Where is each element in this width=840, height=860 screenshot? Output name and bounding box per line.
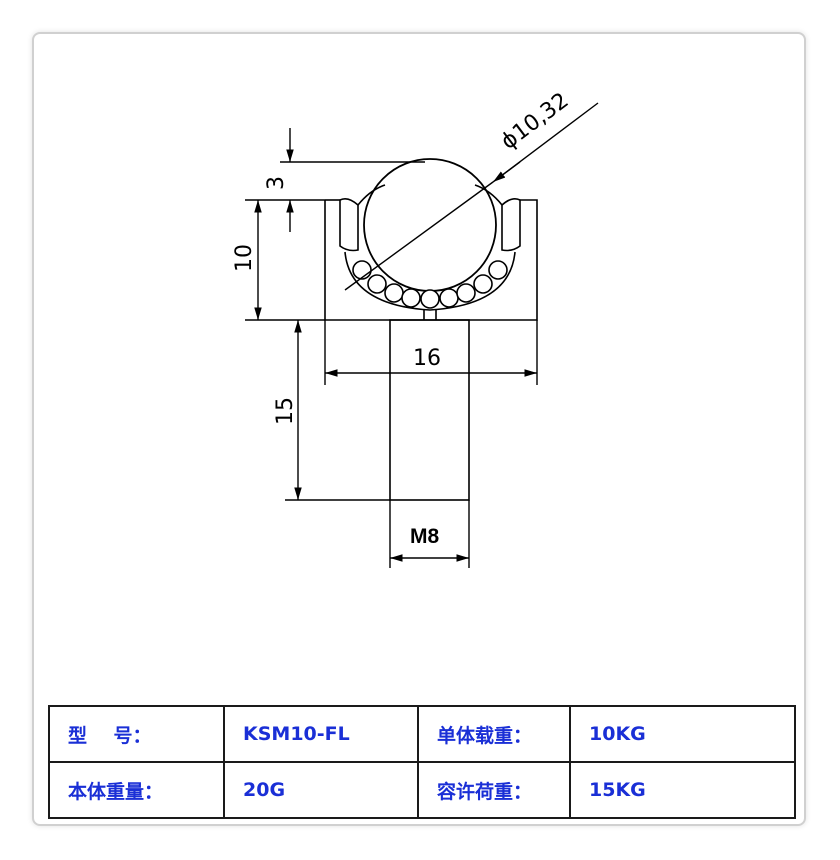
single-load-value: 10KG	[569, 705, 796, 763]
thread-dimension	[389, 500, 470, 568]
spec-table: 型 号： KSM10-FL 单体载重： 10KG 本体重量： 20G 容许荷重：…	[48, 705, 796, 819]
body-weight-value: 20G	[223, 761, 419, 819]
body-height-label: 10	[232, 244, 257, 272]
top-offset-label: 3	[264, 176, 289, 190]
diameter-label: ϕ10,32	[497, 88, 574, 155]
width-dimension	[324, 320, 538, 385]
height-dimensions	[245, 128, 425, 501]
product-card	[32, 32, 806, 826]
allowable-load-value: 15KG	[569, 761, 796, 819]
body-width-label: 16	[413, 346, 441, 371]
table-row: 本体重量： 20G 容许荷重： 15KG	[48, 761, 796, 819]
main-ball	[363, 158, 497, 292]
model-label: 型 号：	[48, 705, 225, 763]
diameter-dimension: ϕ10,32	[344, 88, 599, 291]
table-row: 型 号： KSM10-FL 单体载重： 10KG	[48, 705, 796, 763]
allowable-load-label: 容许荷重：	[417, 761, 571, 819]
threaded-stud	[389, 319, 470, 501]
support-balls	[352, 260, 508, 309]
stud-length-label: 15	[273, 397, 298, 425]
body-weight-label: 本体重量：	[48, 761, 225, 819]
model-value: KSM10-FL	[223, 705, 419, 763]
single-load-label: 单体载重：	[417, 705, 571, 763]
technical-drawing: ϕ10,32 3 10 15 16 M8	[232, 88, 599, 568]
thread-label: M8	[410, 525, 439, 548]
